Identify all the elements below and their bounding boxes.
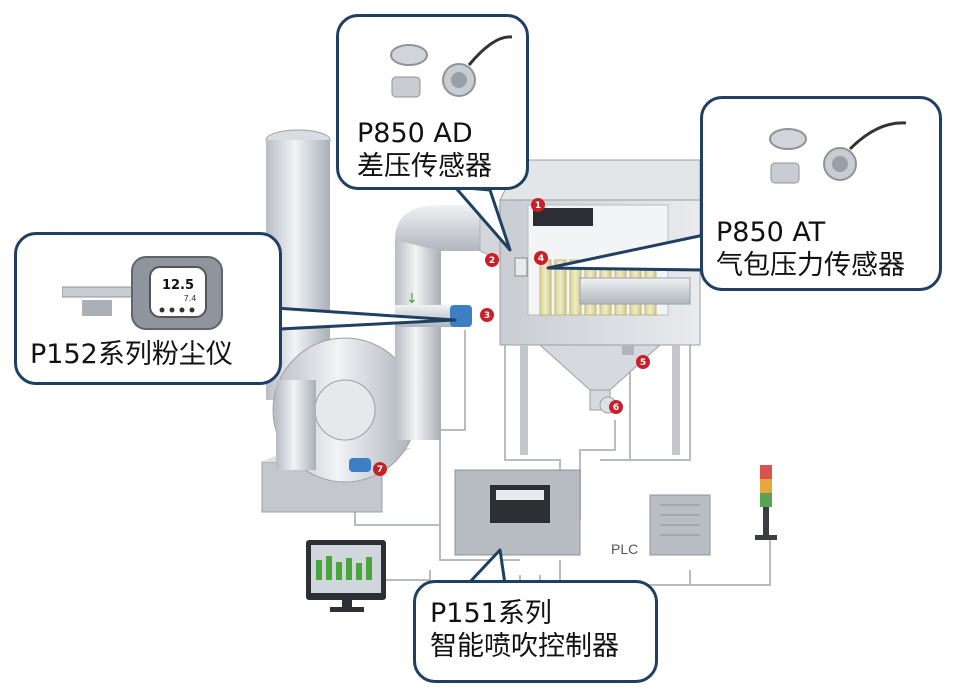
marker-2: 2 — [485, 253, 499, 267]
differential-pressure-sensor-image — [390, 35, 513, 98]
callout-p151-desc: 智能喷吹控制器 — [430, 631, 619, 662]
marker-3: 3 — [480, 308, 494, 322]
callout-p850-at: P850 AT 气包压力传感器 — [700, 96, 942, 291]
baghouse-collector — [349, 159, 701, 472]
dust-meter-reading: 12.5 — [162, 278, 194, 293]
marker-5: 5 — [636, 355, 650, 369]
numbered-markers: 1 2 3 4 5 6 7 — [373, 198, 650, 476]
marker-5-label: 5 — [640, 358, 646, 368]
svg-text:↓: ↓ — [406, 291, 418, 307]
dust-meter-subreading: 7.4 — [184, 294, 197, 303]
plc-unit — [649, 494, 711, 556]
fan-housing — [261, 337, 418, 513]
callout-p850-at-model: P850 AT — [716, 217, 826, 248]
marker-1-label: 1 — [535, 201, 541, 211]
marker-7-label: 7 — [377, 465, 383, 475]
marker-4-label: 4 — [538, 254, 544, 264]
marker-1: 1 — [531, 198, 545, 212]
signal-light-tower — [755, 465, 777, 540]
marker-4: 4 — [534, 251, 548, 265]
dust-meter-image: 12.5 7.4 — [62, 256, 223, 330]
callout-p850-at-desc: 气包压力传感器 — [716, 250, 905, 281]
callout-p151: P151系列 智能喷吹控制器 — [413, 580, 658, 683]
callout-p850-ad-model: P850 AD — [357, 118, 473, 149]
callout-p850-ad: P850 AD 差压传感器 — [336, 14, 529, 190]
operator-monitor — [306, 540, 386, 612]
marker-3-label: 3 — [484, 311, 490, 321]
marker-6: 6 — [609, 400, 623, 414]
marker-7: 7 — [373, 462, 387, 476]
marker-6-label: 6 — [613, 403, 619, 413]
callout-p152: 12.5 7.4 P152系列粉尘仪 — [14, 232, 282, 385]
callout-p151-model: P151系列 — [430, 598, 552, 629]
drum-pressure-sensor-image — [769, 121, 907, 184]
marker-2-label: 2 — [489, 256, 495, 266]
controller-unit — [454, 469, 581, 556]
callout-p850-ad-desc: 差压传感器 — [357, 151, 492, 182]
plc-label: PLC — [611, 541, 639, 557]
callout-p152-title: P152系列粉尘仪 — [30, 339, 233, 370]
